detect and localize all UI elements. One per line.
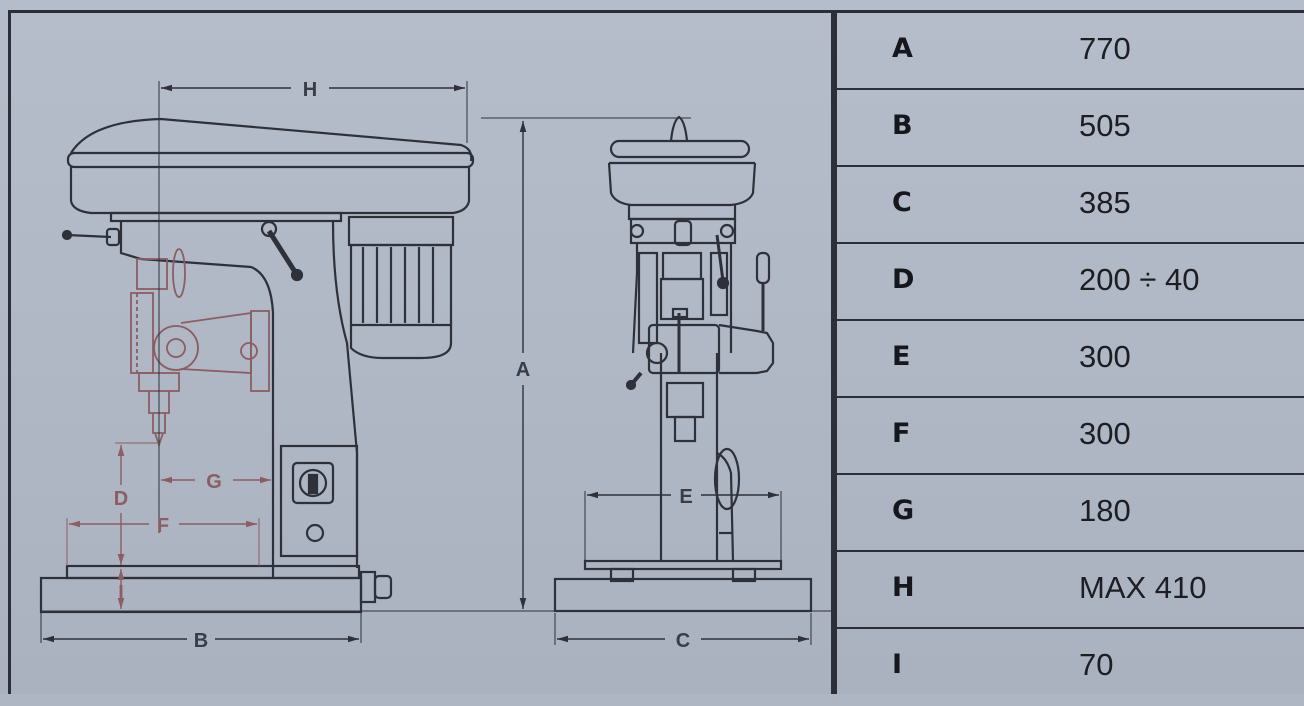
table-row: E 300 [837,321,1304,398]
dimension-key: D [892,264,915,295]
dimensions-table: A 770 B 505 C 385 D 200 ÷ 40 E 300 F 300… [834,10,1304,694]
table-row: A 770 [837,13,1304,90]
table-row: B 505 [837,90,1304,167]
front-view [553,115,813,613]
side-view-hidden-lines [130,248,270,448]
dim-label-g: G [206,471,222,493]
dimension-value: 505 [1079,108,1131,143]
dim-label-i: I [118,582,124,604]
dimension-key: B [892,110,913,141]
table-row: I 70 [837,629,1304,706]
dimension-key: G [892,495,915,526]
front-view-dimensions [554,491,812,645]
dimension-key: I [892,649,903,680]
dimension-value: 300 [1079,339,1131,374]
dim-label-a: A [516,359,530,381]
dim-label-f: F [157,515,169,537]
side-view [39,117,475,614]
dim-label-e: E [679,486,692,508]
dimension-key: H [892,572,915,603]
dim-label-h: H [303,79,317,101]
dimension-value: 180 [1079,493,1131,528]
dim-label-b: B [194,630,208,652]
table-row: F 300 [837,398,1304,475]
dimension-key: F [892,418,911,449]
dimension-value: 300 [1079,416,1131,451]
dimension-value: 385 [1079,185,1131,220]
table-row: C 385 [837,167,1304,244]
table-row: G 180 [837,475,1304,552]
dimension-value: MAX 410 [1079,570,1207,605]
dim-label-c: C [676,630,690,652]
table-row: H MAX 410 [837,552,1304,629]
technical-drawing-panel: H A G D F I B E C [8,10,837,694]
side-view-dimensions-red [66,442,271,609]
table-row: D 200 ÷ 40 [837,244,1304,321]
dimension-value: 200 ÷ 40 [1079,262,1200,297]
dimension-key: A [892,33,913,64]
drill-press-drawing: H A G D F I B E C [39,79,837,652]
dimension-value: 70 [1079,647,1114,682]
dimension-value: 770 [1079,31,1131,66]
dimension-key: C [892,187,912,218]
dimension-key: E [892,341,911,372]
dim-label-d: D [114,488,128,510]
